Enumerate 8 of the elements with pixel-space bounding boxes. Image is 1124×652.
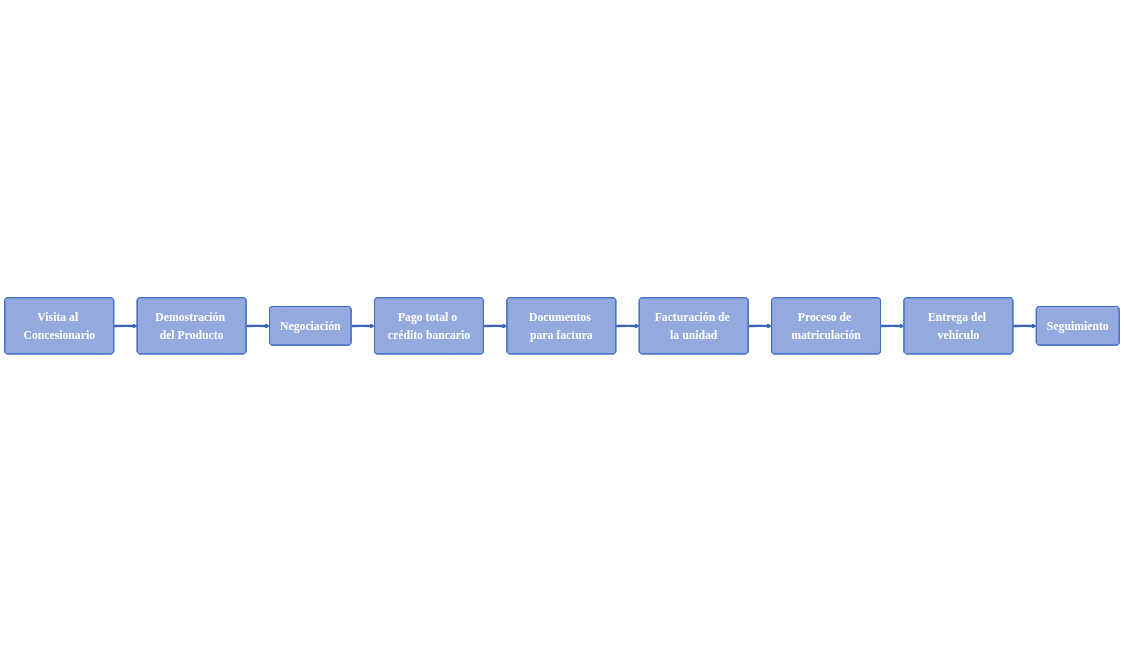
arrow: [748, 323, 773, 329]
arrow: [114, 323, 138, 329]
arrow: [351, 323, 376, 329]
arrow: [483, 323, 508, 329]
arrow: [1013, 323, 1037, 329]
arrow: [616, 323, 640, 329]
arrow: [246, 323, 271, 329]
arrow: [880, 323, 905, 329]
